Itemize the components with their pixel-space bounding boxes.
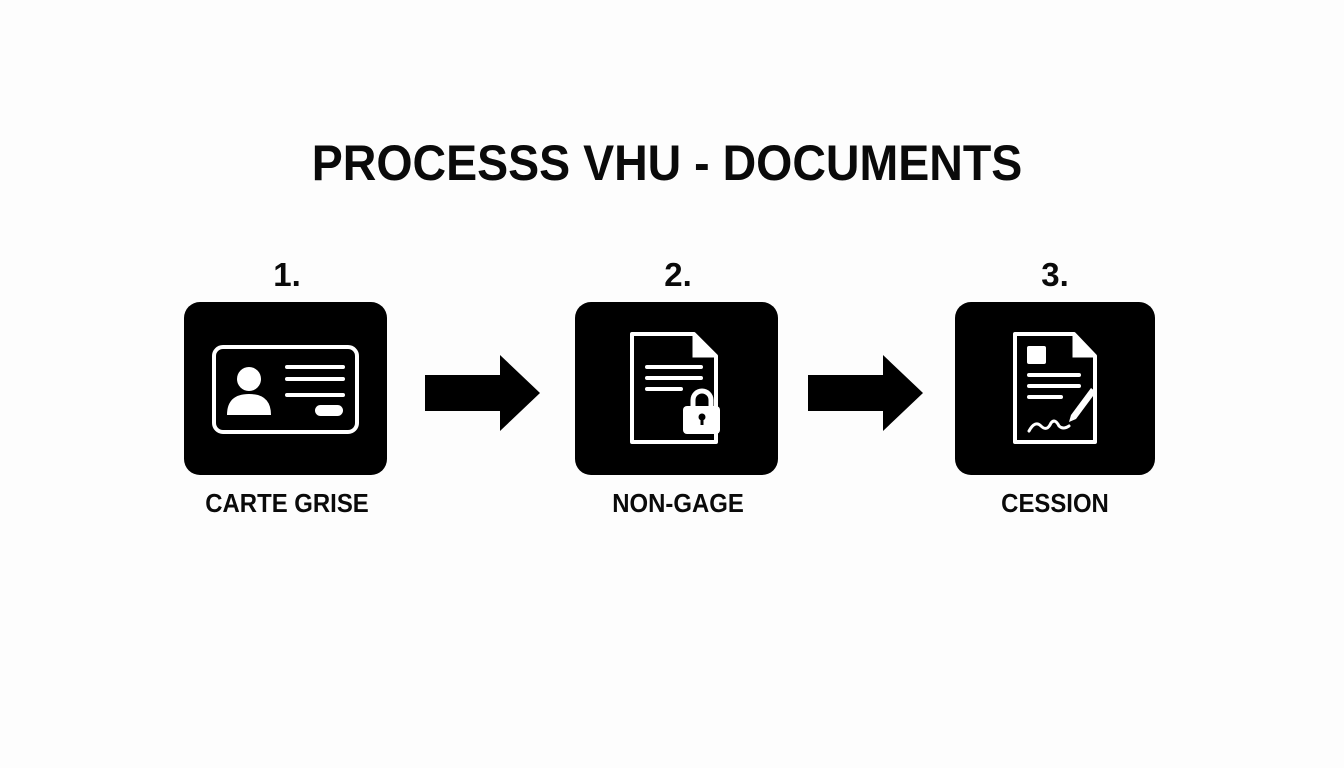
locked-document-icon bbox=[630, 332, 720, 444]
step-label: CESSION bbox=[1001, 488, 1109, 518]
step-box bbox=[575, 302, 778, 475]
step-label: NON-GAGE bbox=[612, 488, 744, 518]
step-box bbox=[184, 302, 387, 475]
diagram-title: PROCESSS VHU - DOCUMENTS bbox=[311, 135, 1023, 191]
step-number: 3. bbox=[1041, 256, 1069, 293]
signed-document-icon bbox=[1013, 332, 1097, 444]
step-number: 1. bbox=[273, 256, 301, 293]
arrow-right-icon bbox=[808, 355, 923, 431]
step-label: CARTE GRISE bbox=[205, 488, 369, 518]
step-number: 2. bbox=[664, 256, 692, 293]
step-box bbox=[955, 302, 1155, 475]
arrow-right-icon bbox=[425, 355, 540, 431]
id-card-icon bbox=[212, 345, 359, 434]
